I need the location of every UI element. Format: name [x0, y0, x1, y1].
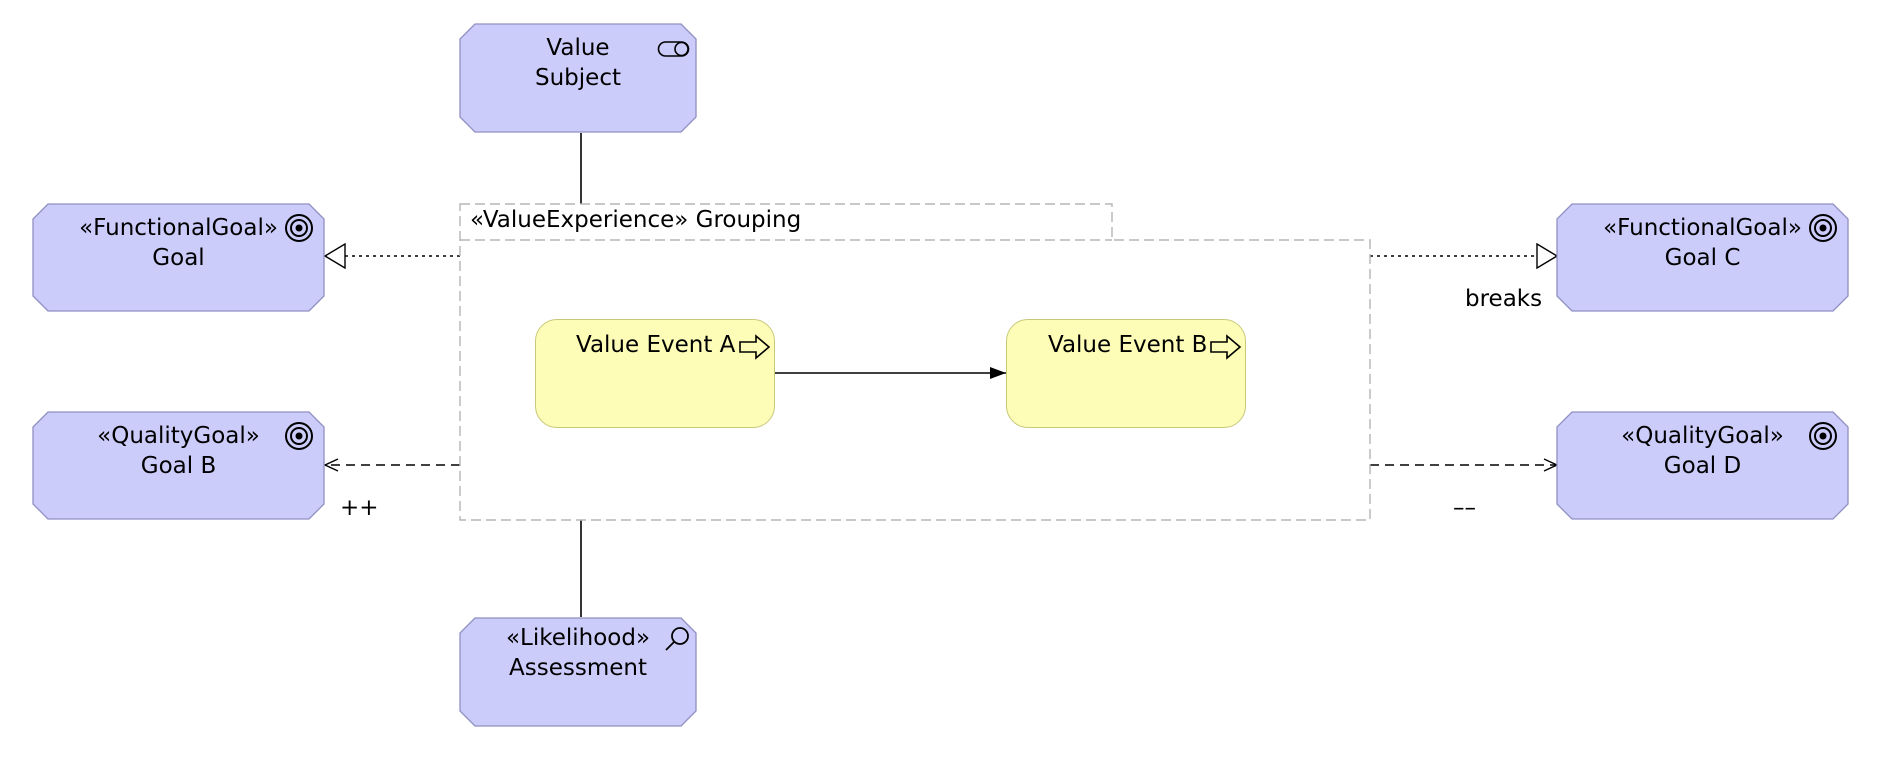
goal-d-node[interactable]: «QualityGoal» Goal D [1556, 411, 1849, 520]
node-shape [459, 23, 697, 133]
event-arrow-icon [1209, 334, 1243, 364]
node-shape [1556, 203, 1849, 312]
grouping-frame [459, 203, 1371, 521]
node-shape [32, 411, 325, 520]
node-line2: Goal C [1664, 245, 1741, 271]
edge-label-plus-plus: ++ [340, 495, 379, 521]
goal-node[interactable]: «FunctionalGoal» Goal [32, 203, 325, 312]
edge-label-breaks: breaks [1465, 286, 1543, 312]
value-event-a-node[interactable]: Value Event A [535, 319, 775, 428]
edge-label-minus-minus: –– [1453, 495, 1476, 521]
assessment-node[interactable]: «Likelihood» Assessment [459, 617, 697, 727]
event-arrow-icon [738, 334, 772, 364]
node-line1: «QualityGoal» [97, 423, 260, 449]
event-label: Value Event B [1048, 332, 1208, 358]
node-line2: Goal [152, 245, 205, 271]
node-line2: Goal D [1663, 453, 1742, 479]
goal-b-node[interactable]: «QualityGoal» Goal B [32, 411, 325, 520]
node-shape [459, 617, 697, 727]
node-shape [32, 203, 325, 312]
node-shape [1556, 411, 1849, 520]
node-line1: «QualityGoal» [1621, 423, 1784, 449]
node-line1: «Likelihood» [505, 625, 651, 651]
grouping-label: «ValueExperience» Grouping [470, 207, 802, 233]
node-line1: «FunctionalGoal» [79, 215, 278, 241]
value-subject-node[interactable]: Value Subject [459, 23, 697, 133]
node-line1: Value [546, 35, 610, 61]
node-line1: «FunctionalGoal» [1603, 215, 1802, 241]
event-label: Value Event A [576, 332, 736, 358]
node-line2: Goal B [140, 453, 217, 479]
goal-c-node[interactable]: «FunctionalGoal» Goal C [1556, 203, 1849, 312]
node-line2: Assessment [509, 655, 647, 681]
node-line2: Subject [535, 65, 621, 91]
value-event-b-node[interactable]: Value Event B [1006, 319, 1246, 428]
